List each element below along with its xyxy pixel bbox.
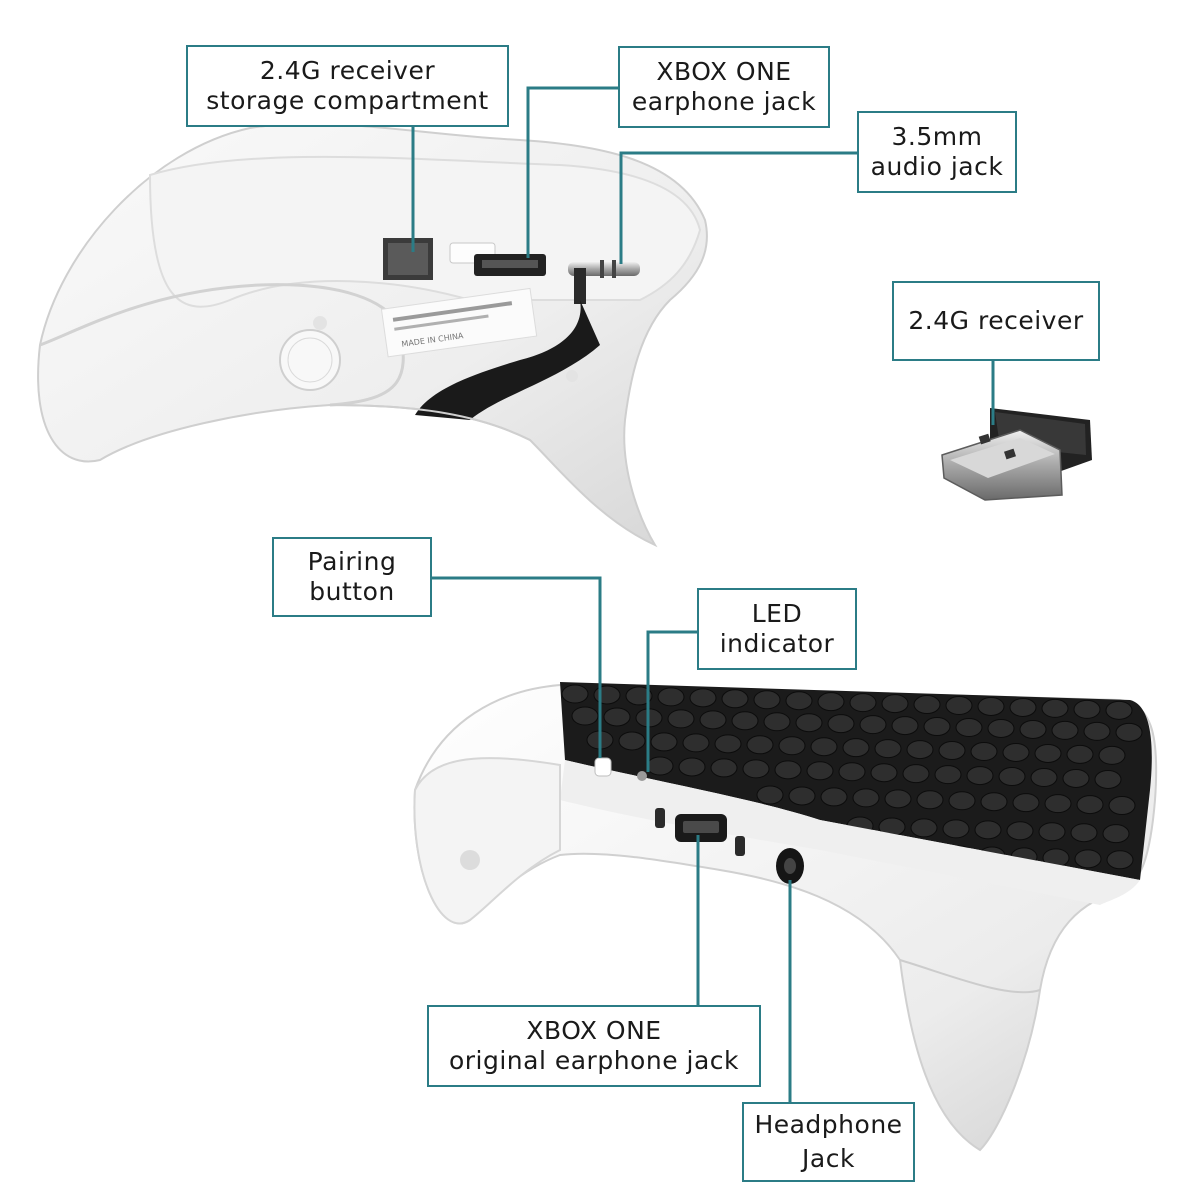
keyboard-front-view bbox=[413, 682, 1158, 1152]
callout-headphone-jack-line1: Headphone bbox=[754, 1110, 903, 1139]
callout-headphone-jack-line2: Jack bbox=[802, 1144, 855, 1173]
callout-original-earphone-jack: XBOX ONE original earphone jack bbox=[427, 1005, 761, 1087]
callout-receiver-line1: 2.4G receiver bbox=[908, 306, 1084, 335]
callout-original-earphone-jack-line1: XBOX ONE bbox=[526, 1016, 662, 1045]
callout-audio-jack: 3.5mm audio jack bbox=[857, 111, 1017, 193]
callout-led-indicator-line2: indicator bbox=[719, 629, 835, 658]
callout-receiver-storage-line1: 2.4G receiver bbox=[259, 56, 436, 85]
callout-audio-jack-line1: 3.5mm bbox=[891, 122, 983, 151]
callout-original-earphone-jack-line2: original earphone jack bbox=[448, 1046, 740, 1075]
callout-xbox-earphone-jack-line1: XBOX ONE bbox=[656, 57, 792, 86]
usb-receiver-dongle bbox=[941, 408, 1092, 501]
callout-xbox-earphone-jack: XBOX ONE earphone jack bbox=[618, 46, 830, 128]
callout-pairing-button: Pairing button bbox=[272, 537, 432, 617]
callout-headphone-jack: Headphone Jack bbox=[742, 1102, 915, 1182]
callout-receiver-storage-line2: storage compartment bbox=[206, 86, 489, 115]
callout-pairing-button-line1: Pairing bbox=[307, 547, 397, 576]
leader-lines bbox=[411, 86, 995, 1103]
callout-receiver-storage: 2.4G receiver storage compartment bbox=[186, 45, 509, 127]
callout-receiver: 2.4G receiver bbox=[892, 281, 1100, 361]
callout-audio-jack-line2: audio jack bbox=[870, 152, 1004, 181]
callout-led-indicator: LED indicator bbox=[697, 588, 857, 670]
callout-led-indicator-line1: LED bbox=[751, 599, 803, 628]
callout-xbox-earphone-jack-line2: earphone jack bbox=[631, 87, 817, 116]
keyboard-back-view: MADE IN CHINA bbox=[37, 122, 708, 548]
callout-pairing-button-line2: button bbox=[309, 577, 395, 606]
